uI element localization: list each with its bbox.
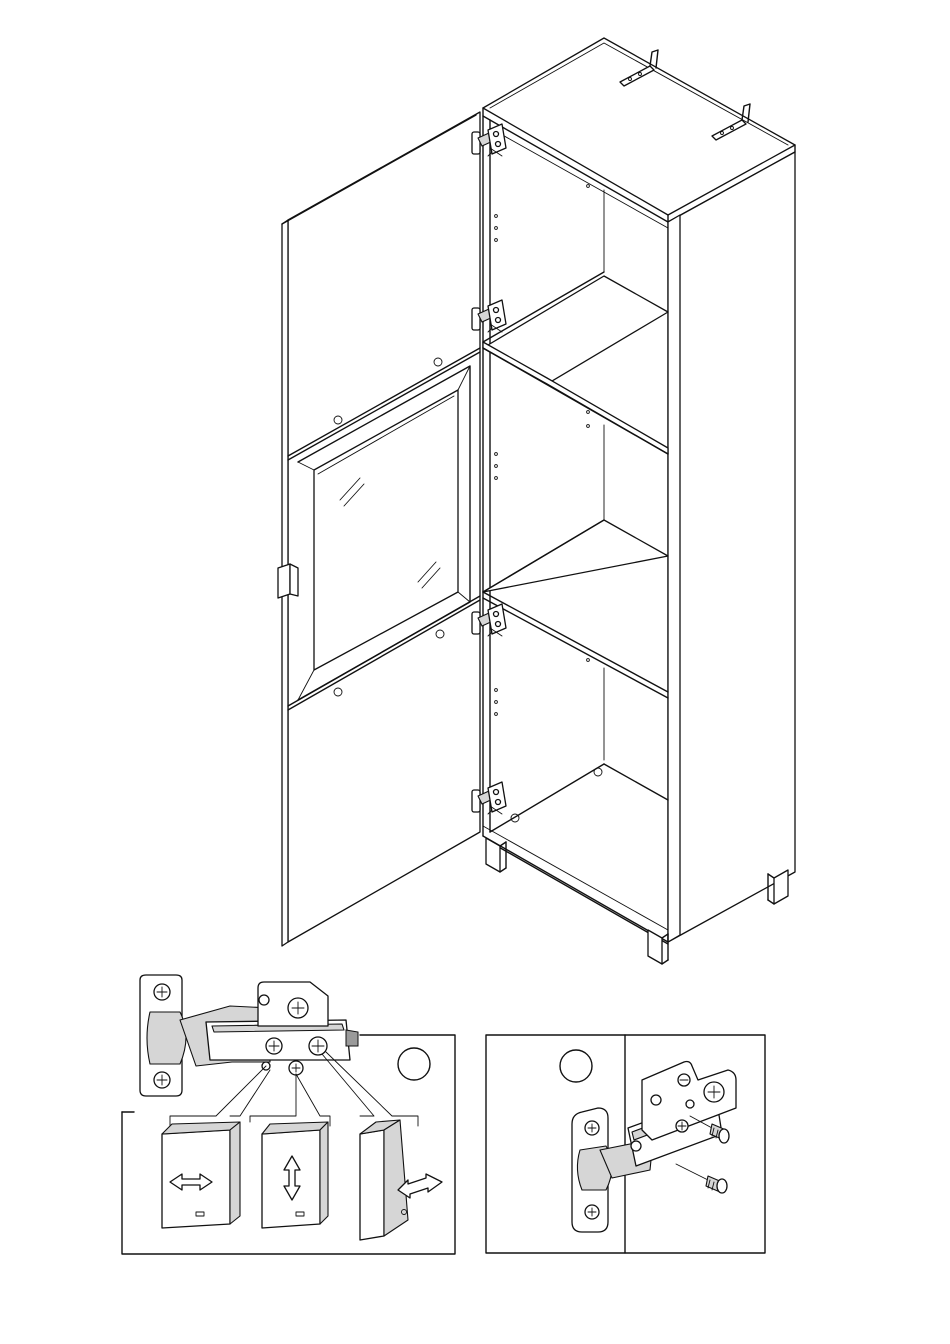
leg [648,930,668,964]
cabinet-right-side [668,152,795,942]
step-marker-circle [560,1050,592,1082]
shelf [483,272,668,454]
shelf-pin-holes [495,185,602,822]
screw [676,1164,727,1193]
cabinet [483,38,795,964]
hinge-adjustment-detail [122,975,455,1254]
hinge [140,975,358,1096]
hinge-mounting-detail [486,1035,765,1253]
cabinet-bottom-panel [483,764,668,944]
depth-adjustment-box [360,1120,442,1240]
horizontal-adjustment-box [162,1122,240,1228]
shelf [483,520,668,698]
leg [486,838,506,872]
left-door [278,112,480,946]
hinge [572,1062,736,1233]
step-marker-circle [398,1048,430,1080]
door-handle [278,564,298,598]
vertical-adjustment-box [262,1122,328,1228]
